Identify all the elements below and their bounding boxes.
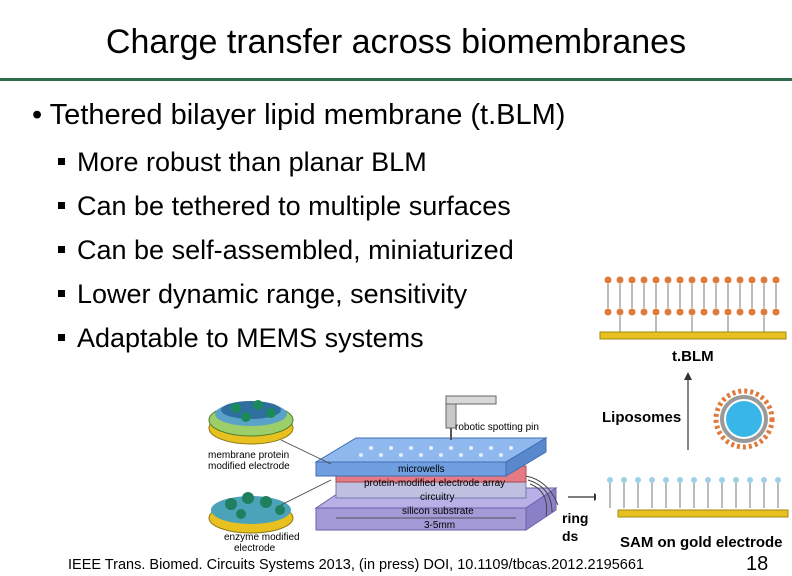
cut-off-text-1: ring bbox=[562, 510, 589, 526]
square-bullet-icon bbox=[58, 334, 65, 342]
sam-gold-electrode-label: SAM on gold electrode bbox=[620, 534, 783, 551]
membrane-protein-label-2: modified electrode bbox=[208, 461, 290, 472]
title-divider bbox=[0, 78, 792, 81]
chip-stack bbox=[314, 437, 558, 531]
cut-off-text-2: ds bbox=[562, 528, 579, 544]
sub-bullet: Can be self-assembled, miniaturized bbox=[58, 230, 514, 274]
microwells-label: microwells bbox=[398, 464, 445, 475]
sam-illustration bbox=[607, 477, 789, 518]
silicon-substrate-label: silicon substrate bbox=[402, 506, 474, 517]
square-bullet-icon bbox=[58, 202, 65, 210]
tblm-bilayer bbox=[599, 276, 787, 340]
robotic-pin-label: robotic spotting pin bbox=[455, 422, 539, 433]
sub-bullet: Adaptable to MEMS systems bbox=[58, 318, 514, 362]
slide-number: 18 bbox=[746, 553, 769, 575]
enzyme-electrode-label-1: enzyme modified bbox=[224, 532, 300, 543]
tblm-label: t.BLM bbox=[672, 348, 714, 365]
sub-bullet: More robust than planar BLM bbox=[58, 142, 514, 186]
tblm-figure bbox=[599, 276, 789, 518]
enzyme-electrode-label-2: electrode bbox=[234, 543, 276, 554]
enzyme-electrode-illustration bbox=[208, 492, 294, 534]
square-bullet-icon bbox=[58, 246, 65, 254]
dimension-label: 3-5mm bbox=[424, 520, 456, 531]
citation: IEEE Trans. Biomed. Circuits Systems 201… bbox=[68, 557, 644, 573]
square-bullet-icon bbox=[58, 158, 65, 166]
sub-bullet: Can be tethered to multiple surfaces bbox=[58, 186, 514, 230]
main-bullet: • Tethered bilayer lipid membrane (t.BLM… bbox=[32, 99, 566, 131]
membrane-protein-label-1: membrane protein bbox=[208, 450, 290, 461]
sub-bullet-list: More robust than planar BLM Can be tethe… bbox=[58, 142, 514, 362]
robotic-pin-illustration bbox=[445, 395, 497, 440]
slide-title: Charge transfer across biomembranes bbox=[105, 23, 687, 61]
mems-chip-figure bbox=[208, 395, 596, 534]
square-bullet-icon bbox=[58, 290, 65, 298]
liposomes-label: Liposomes bbox=[602, 409, 682, 426]
liposome-illustration bbox=[713, 388, 775, 450]
sub-bullet: Lower dynamic range, sensitivity bbox=[58, 274, 514, 318]
protein-array-label: protein-modified electrode array bbox=[364, 478, 506, 489]
circuitry-label: circuitry bbox=[420, 492, 455, 503]
membrane-protein-electrode-illustration bbox=[208, 400, 294, 445]
